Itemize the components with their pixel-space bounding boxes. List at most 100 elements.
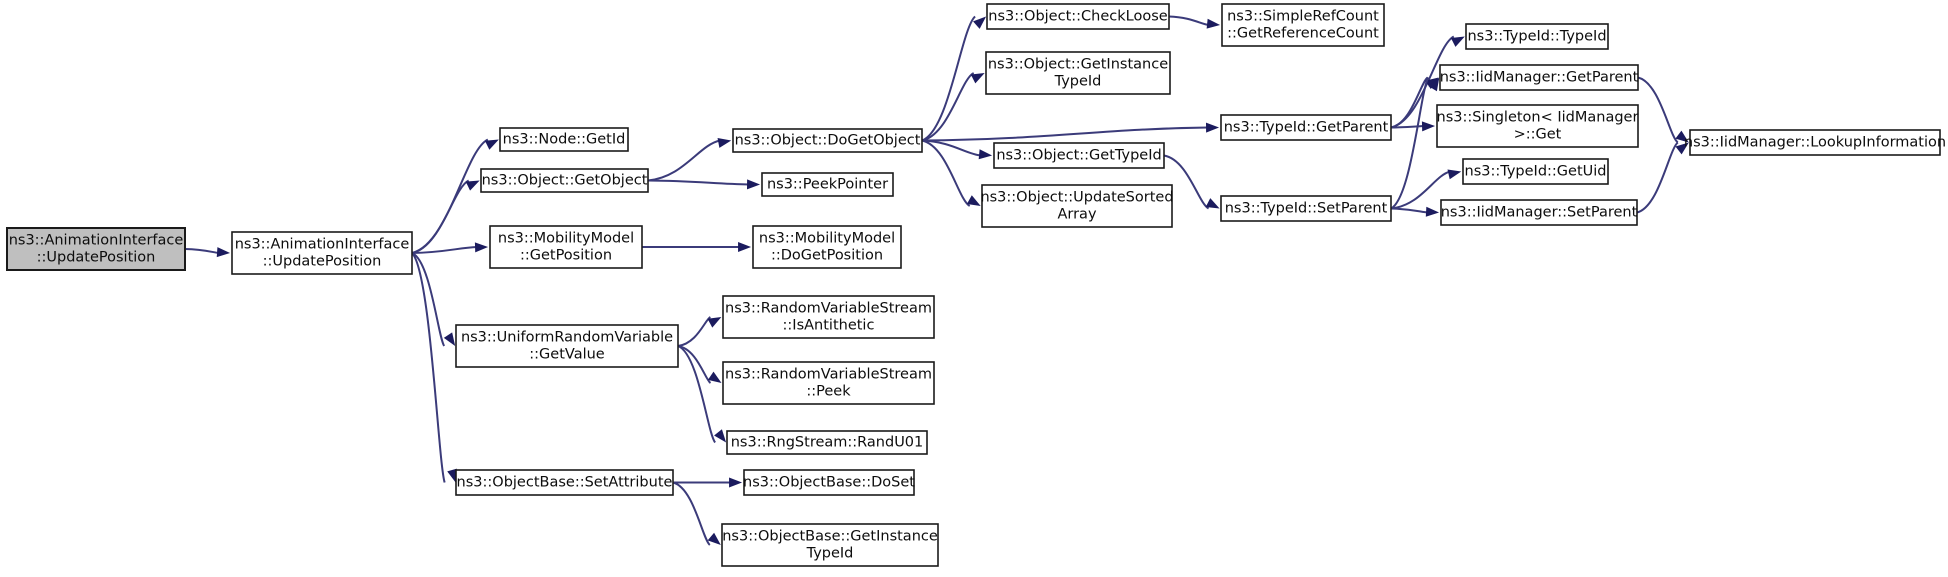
arrowhead [484,139,499,150]
arrowhead [1425,77,1439,90]
arrowhead [1447,169,1462,180]
node-box [6,227,186,271]
arrowhead [707,371,722,383]
node-object-get-type-id[interactable]: ns3::Object::GetTypeId [993,142,1165,169]
edge-layer [184,15,1689,546]
node-random-variable-stream-peek[interactable]: ns3::RandomVariableStream::Peek [722,361,935,405]
node-box [1220,114,1392,141]
node-label: ns3::PeekPointer [767,177,888,193]
arrowhead [970,73,985,84]
node-label: ns3::RandomVariableStream [725,301,932,317]
arrowhead [746,179,761,190]
edge-type-id-set-parent-to-iid-manager-get-parent [1390,76,1430,210]
node-label: ::GetReferenceCount [1227,26,1379,42]
node-object-do-get-object[interactable]: ns3::Object::DoGetObject [732,128,923,153]
edge-object-get-object-to-peek-pointer [647,179,750,186]
node-label: ns3::Object::GetTypeId [996,148,1161,164]
node-iid-manager-set-parent[interactable]: ns3::IidManager::SetParent [1440,199,1638,226]
arrowhead [1206,18,1221,29]
node-iid-manager-get-parent[interactable]: ns3::IidManager::GetParent [1439,64,1639,91]
node-label: ::DoGetPosition [771,248,883,264]
edge-object-do-get-object-to-type-id-get-parent [921,126,1209,142]
arrowhead [738,242,752,252]
node-simple-ref-count-get-reference-count[interactable]: ns3::SimpleRefCount::GetReferenceCount [1221,3,1385,47]
node-label: ::UpdatePosition [37,250,156,266]
node-box [722,295,935,339]
node-box [499,127,629,152]
edge-object-do-get-object-to-object-check-loose [921,15,976,142]
arrowhead [1675,130,1689,143]
node-mobility-model-get-position[interactable]: ns3::MobilityModel::GetPosition [489,225,643,269]
node-label: ns3::IidManager::GetParent [1440,70,1639,86]
node-box [1689,129,1941,156]
arrowhead [714,429,727,443]
arrowhead [465,180,480,191]
node-box [1439,64,1639,91]
edge-animation-interface-update-position-to-object-get-object [411,179,470,254]
node-label: ns3::Node::GetId [503,132,626,148]
edge-uniform-random-variable-get-value-to-rng-stream-rand-u01 [677,345,716,444]
node-mobility-model-do-get-position[interactable]: ns3::MobilityModel::DoGetPosition [752,225,902,269]
arrowhead [1205,198,1220,209]
node-label: ::UpdatePosition [263,254,382,270]
edge-uniform-random-variable-get-value-to-random-variable-stream-peek [677,345,712,384]
edge-animation-interface-update-position-to-mobility-model-get-position [411,246,478,254]
edge-type-id-get-parent-to-iid-manager-get-parent [1390,76,1429,129]
arrowhead [707,317,722,328]
node-label: ns3::AnimationInterface [235,237,410,253]
node-label: ::GetPosition [520,248,612,264]
node-type-id-type-id[interactable]: ns3::TypeId::TypeId [1465,23,1609,50]
node-label: ns3::Object::DoGetObject [735,133,921,149]
edge-iid-manager-set-parent-to-iid-manager-lookup-information [1636,141,1679,214]
node-type-id-get-uid[interactable]: ns3::TypeId::GetUid [1462,158,1609,185]
node-box [986,3,1170,30]
node-type-id-set-parent[interactable]: ns3::TypeId::SetParent [1220,195,1392,222]
node-uniform-random-variable-get-value[interactable]: ns3::UniformRandomVariable::GetValue [455,324,679,368]
node-box [455,324,679,368]
node-node-get-id[interactable]: ns3::Node::GetId [499,127,629,152]
node-box [1462,158,1609,185]
node-animation-interface-update-position[interactable]: ns3::AnimationInterface::UpdatePosition [231,231,413,275]
arrowhead [447,468,457,483]
node-object-check-loose[interactable]: ns3::Object::CheckLoose [986,3,1170,30]
node-iid-manager-lookup-information[interactable]: ns3::IidManager::LookupInformation [1684,129,1946,156]
edge-animation-interface-update-position-to-object-base-set-attribute [411,252,446,483]
node-rng-stream-rand-u01[interactable]: ns3::RngStream::RandU01 [726,430,928,455]
node-label: ns3::Singleton< IidManager [1437,110,1639,126]
arrowhead [717,137,732,148]
node-peek-pointer[interactable]: ns3::PeekPointer [761,172,894,197]
node-box [1465,23,1609,50]
edge-object-get-type-id-to-type-id-set-parent [1163,154,1210,210]
edge-type-id-set-parent-to-type-id-get-uid [1390,170,1451,210]
node-box [722,361,935,405]
node-label: ns3::Object::GetInstance [988,57,1168,73]
edge-iid-manager-get-parent-to-iid-manager-lookup-information [1637,76,1679,144]
node-animation-interface-update-position[interactable]: ns3::AnimationInterface::UpdatePosition [6,227,186,271]
node-random-variable-stream-is-antithetic[interactable]: ns3::RandomVariableStream::IsAntithetic [722,295,935,339]
node-type-id-get-parent[interactable]: ns3::TypeId::GetParent [1220,114,1392,141]
edge-animation-interface-update-position-to-node-get-id [411,138,489,254]
arrowhead [978,149,993,160]
node-label: Array [1057,207,1096,223]
arrowhead [216,247,231,258]
edge-uniform-random-variable-get-value-to-random-variable-stream-is-antithetic [677,316,712,347]
node-box [981,184,1173,228]
node-box [455,469,674,496]
edge-animation-interface-update-position-to-uniform-random-variable-get-value [411,252,446,347]
node-label: ns3::ObjectBase::SetAttribute [457,475,673,491]
node-label: ::IsAntithetic [783,318,875,334]
node-label: ns3::IidManager::LookupInformation [1684,135,1946,151]
node-object-base-set-attribute[interactable]: ns3::ObjectBase::SetAttribute [455,469,674,496]
node-label: ns3::Object::GetObject [482,173,648,189]
node-object-get-object[interactable]: ns3::Object::GetObject [480,168,649,193]
node-box [480,168,649,193]
node-label: ns3::TypeId::TypeId [1467,29,1606,45]
node-label: TypeId [1054,74,1102,90]
node-singleton-iid-manager-get[interactable]: ns3::Singleton< IidManager>::Get [1436,104,1639,148]
node-object-base-do-set[interactable]: ns3::ObjectBase::DoSet [743,469,915,496]
node-box [985,51,1171,95]
